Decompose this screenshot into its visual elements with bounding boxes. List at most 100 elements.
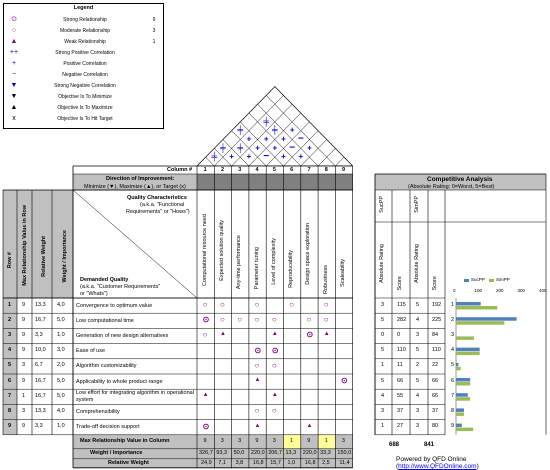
sucpp-rating: 1 — [381, 423, 385, 430]
legend-symbol-icon: ++ — [9, 49, 19, 56]
legend-label: Strong Negative Correlation — [54, 83, 116, 89]
strong-relationship-icon: ⊙ — [341, 376, 348, 385]
column-weight: 206,7 — [268, 450, 282, 457]
row-number: 8 — [8, 407, 12, 414]
legend-symbol-icon: − — [11, 71, 17, 78]
negative-correlation-icon: − — [263, 151, 269, 162]
sucpp-score: 11 — [397, 362, 403, 369]
weak-relationship-icon: ▲ — [271, 331, 278, 338]
column-max-relationship: 3 — [272, 438, 276, 445]
simpp-rating: 4 — [416, 392, 420, 399]
column-number: 3 — [238, 166, 242, 173]
legend-label: Negative Correlation — [62, 72, 108, 78]
positive-correlation-icon: + — [273, 143, 278, 152]
row-number: 4 — [8, 347, 12, 354]
row-max-relationship: 9 — [22, 347, 26, 354]
column-max-relationship: 9 — [203, 438, 207, 445]
sucpp-rating: 3 — [381, 407, 385, 414]
positive-correlation-icon: + — [264, 135, 269, 144]
column-max-relationship: 3 — [238, 438, 242, 445]
demanded-quality-item: Generation of new design alternatives — [76, 332, 169, 339]
moderate-relationship-icon: ○ — [219, 300, 225, 309]
demanded-quality-item: Ease of use — [76, 348, 106, 355]
row-max-relationship: 1 — [22, 392, 26, 399]
positive-correlation-icon: + — [247, 152, 252, 161]
legend-label: Weak Relationship — [64, 39, 106, 45]
simpp-legend-swatch — [489, 279, 494, 282]
strong-positive-correlation-icon: ╪ — [236, 142, 243, 153]
chart-x-tick: 100 — [474, 288, 483, 293]
column-relative-weight: 16,8 — [304, 459, 316, 466]
quality-characteristic-label: Scaleability — [340, 259, 347, 287]
left-header-block — [3, 190, 73, 298]
row-max-relationship: 9 — [22, 331, 26, 338]
moderate-relationship-icon: ○ — [202, 300, 208, 309]
qfd-online-link[interactable]: http://www.QFDOnline.com — [398, 463, 477, 470]
sucpp-rating: 1 — [381, 362, 385, 369]
quality-characteristic-label: Reproducability — [288, 250, 295, 288]
relative-weight-header: Relative Weight — [41, 236, 47, 277]
row-weight: 2,0 — [57, 362, 65, 369]
column-weight: 50,0 — [233, 450, 245, 457]
simpp-score: 80 — [432, 423, 439, 430]
legend-symbol-icon: + — [11, 60, 17, 67]
quality-characteristics-label: Quality Characteristics — [127, 195, 187, 201]
weak-relationship-icon: ▲ — [323, 331, 330, 338]
positive-correlation-icon: + — [247, 135, 252, 144]
column-relative-weight: 16,8 — [252, 459, 264, 466]
strong-positive-correlation-icon: ╪ — [271, 125, 278, 136]
row-weight: 1,0 — [57, 423, 65, 430]
strong-relationship-icon: ⊙ — [271, 345, 279, 355]
chart-row-index: 1 — [451, 301, 455, 308]
chart-row-index: 7 — [451, 392, 455, 399]
column-number: 7 — [307, 166, 311, 173]
negative-correlation-icon: − — [289, 142, 295, 153]
legend-value: 1 — [152, 39, 156, 45]
legend-label: Objective Is To Maximize — [57, 105, 113, 111]
weak-relationship-icon: ▲ — [254, 377, 261, 383]
sucpp-bar — [456, 317, 517, 321]
sucpp-bar — [456, 362, 459, 367]
row-max-relationship: 9 — [22, 316, 26, 323]
row-relative-weight: 3,3 — [35, 331, 43, 338]
simpp-score: 225 — [432, 316, 442, 323]
weak-relationship-icon: ▲ — [306, 422, 313, 429]
row-weight: 4,0 — [57, 301, 65, 308]
row-max-relationship: 3 — [22, 407, 26, 414]
column-relative-weight: 3,8 — [235, 459, 244, 466]
demanded-quality-item: Algorithm customizability — [76, 363, 137, 370]
row-relative-weight: 13,3 — [35, 407, 46, 414]
simpp-score: 22 — [432, 362, 439, 369]
competitor-total-score: 841 — [424, 441, 435, 448]
row-max-relationship: 9 — [22, 377, 26, 384]
column-relative-weight: 1,0 — [287, 459, 296, 466]
simpp-bar — [456, 321, 505, 325]
direction-sub: Minimize (▼), Maximize (▲), or Target (x… — [84, 184, 186, 190]
sucpp-score: 37 — [397, 407, 404, 414]
strong-relationship-icon: ⊙ — [202, 421, 210, 431]
simpp-score: 66 — [432, 377, 439, 384]
simpp-bar — [456, 412, 464, 416]
column-number-label: Column # — [167, 167, 193, 173]
quality-sub-2: Requirements" or "Hows") — [126, 209, 190, 215]
sucpp-rating: 4 — [381, 392, 385, 399]
row-weight: 4,0 — [57, 407, 65, 414]
simpp-rating: 4 — [416, 316, 420, 323]
simpp-bar — [456, 366, 461, 371]
simpp-score: 110 — [432, 347, 441, 354]
row-number-column — [3, 298, 17, 435]
legend-item: ▼Strong Negative Correlation — [4, 81, 163, 91]
chart-x-tick: 400 — [539, 288, 547, 293]
strong-positive-correlation-icon: ╪ — [236, 125, 243, 136]
simpp-bar — [456, 397, 471, 401]
legend-item: − Negative Correlation — [4, 70, 163, 80]
quality-characteristic-label: Level of complexity — [270, 238, 277, 285]
chart-legend-simpp: SimPP — [496, 277, 510, 282]
absolute-rating-header: Absolute Rating — [414, 244, 420, 283]
row-relative-weight: 13,3 — [35, 301, 46, 308]
sucpp-score: 0 — [397, 331, 401, 338]
sucpp-rating: 3 — [381, 301, 385, 308]
row-weight: 1,0 — [57, 331, 65, 338]
